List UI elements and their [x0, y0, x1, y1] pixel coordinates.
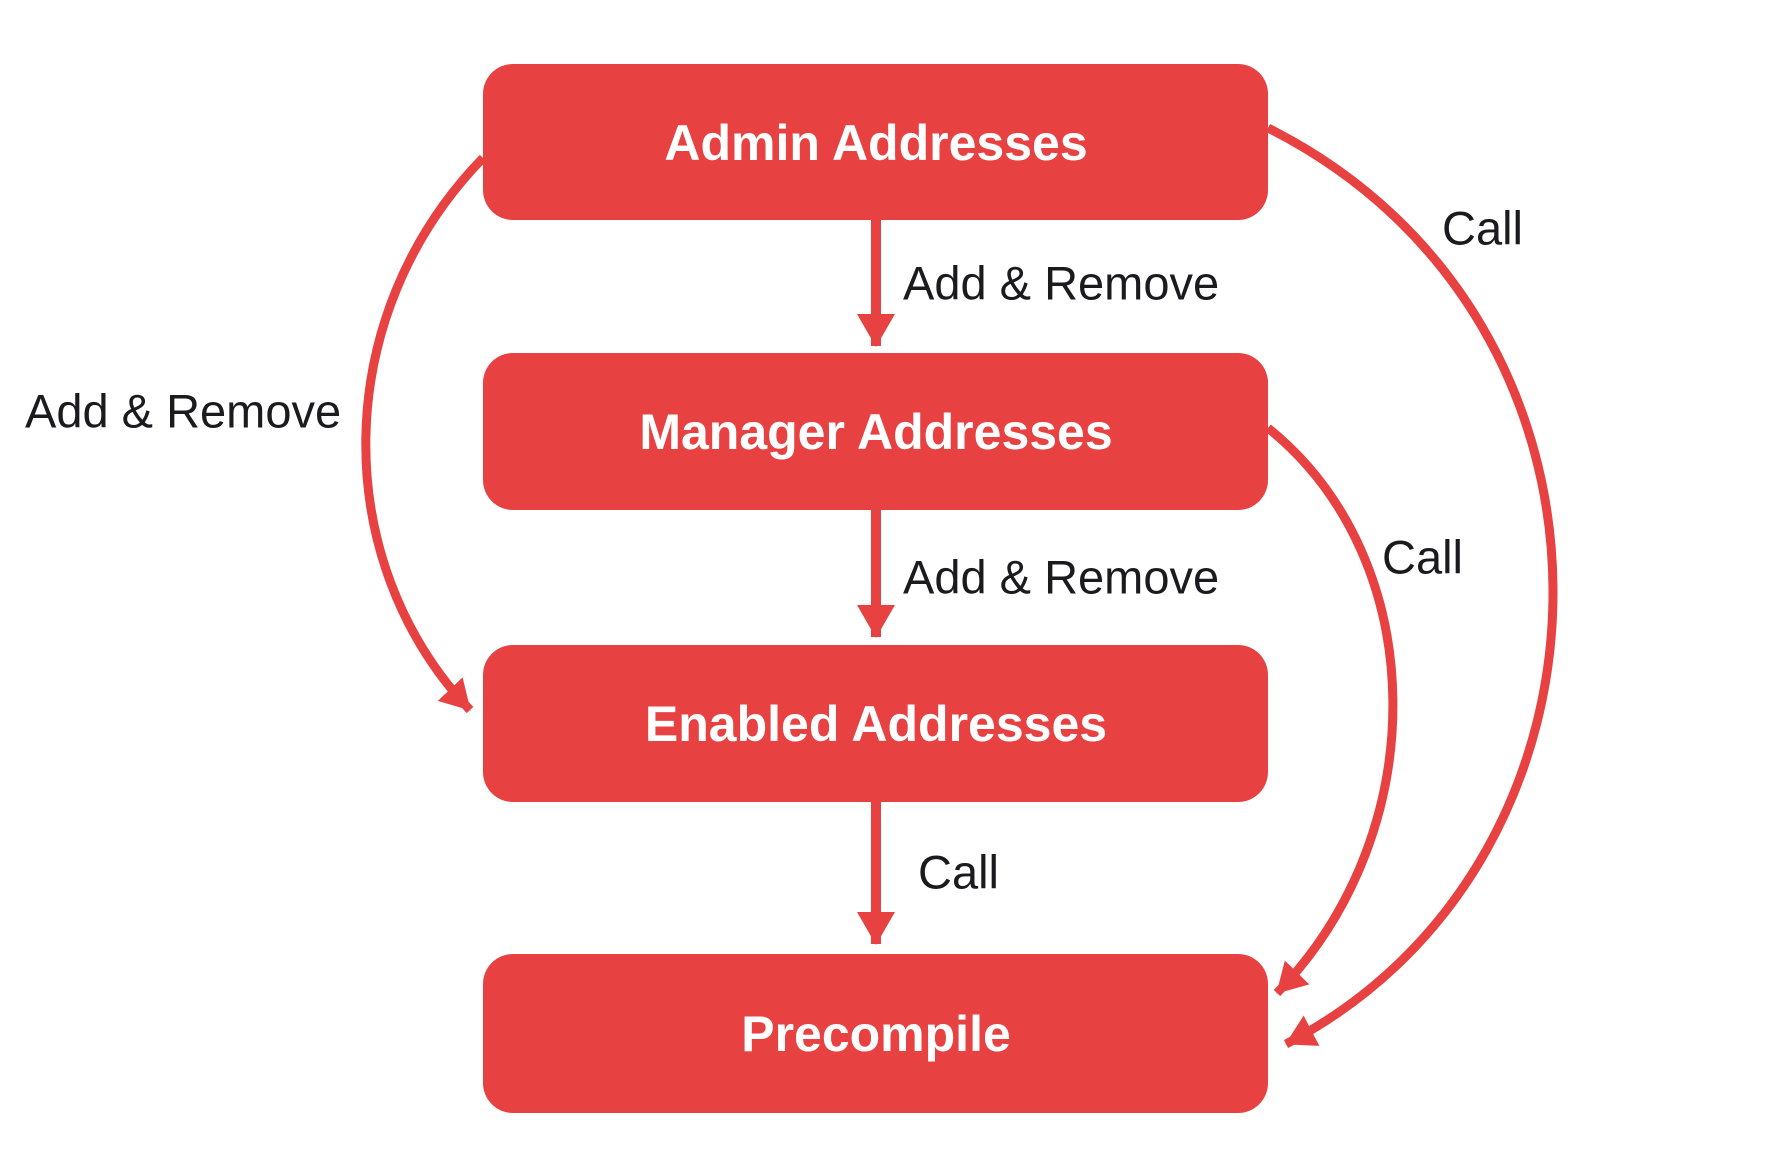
node-manager-addresses-label: Manager Addresses — [639, 404, 1112, 460]
edge-admin-to-enabled-arrow — [361, 154, 487, 714]
edge-label-manager-to-precompile: Call — [1382, 531, 1463, 584]
node-admin-addresses-box — [483, 64, 1268, 220]
edge-label-admin-to-precompile: Call — [1442, 202, 1523, 255]
node-manager-addresses: Manager Addresses — [483, 353, 1268, 510]
node-precompile: Precompile — [483, 954, 1268, 1113]
edge-label-admin-to-manager: Add & Remove — [903, 257, 1219, 310]
node-enabled-addresses-label: Enabled Addresses — [645, 696, 1107, 752]
node-admin-addresses: Admin Addresses — [483, 64, 1268, 220]
edge-label-manager-to-enabled: Add & Remove — [903, 551, 1219, 604]
node-precompile-box — [483, 954, 1268, 1113]
edge-admin-to-precompile-arrow — [1265, 123, 1558, 1048]
edge-label-admin-to-enabled: Add & Remove — [25, 385, 341, 438]
edge-manager-to-precompile-arrow — [1265, 424, 1398, 997]
edge-label-enabled-to-precompile: Call — [918, 846, 999, 899]
node-enabled-addresses-box — [483, 645, 1268, 802]
node-precompile-label: Precompile — [741, 1006, 1011, 1062]
node-admin-addresses-label: Admin Addresses — [664, 115, 1087, 171]
node-enabled-addresses: Enabled Addresses — [483, 645, 1268, 802]
node-manager-addresses-box — [483, 353, 1268, 510]
